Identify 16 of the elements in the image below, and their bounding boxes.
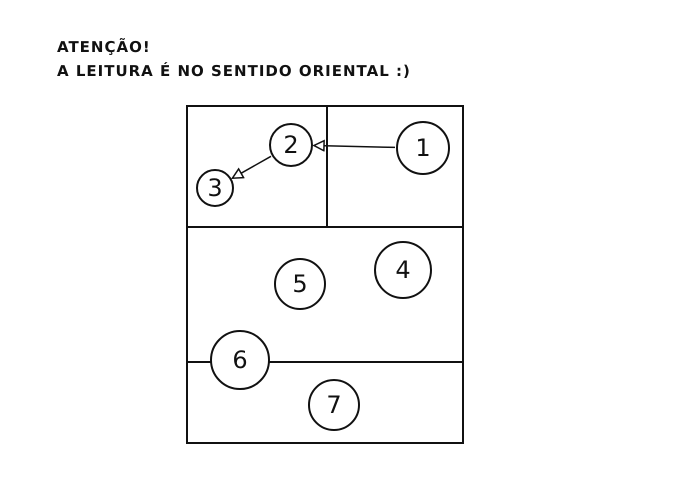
arrow bbox=[232, 156, 272, 179]
panel-number: 2 bbox=[283, 131, 299, 159]
panel-number: 5 bbox=[292, 270, 308, 298]
numbered-circle bbox=[308, 379, 360, 431]
panel-number: 1 bbox=[415, 134, 431, 162]
numbered-circle bbox=[196, 169, 234, 207]
numbered-circle bbox=[269, 123, 313, 167]
note-text: A LEITURA É NO SENTIDO ORIENTAL :) bbox=[57, 62, 411, 80]
panel-number: 7 bbox=[326, 391, 342, 419]
arrow bbox=[313, 140, 396, 152]
numbered-circle bbox=[396, 121, 450, 175]
numbered-circle bbox=[274, 258, 326, 310]
panel-number: 3 bbox=[207, 174, 223, 202]
panel-number: 4 bbox=[395, 256, 411, 284]
heading: ATENÇÃO! bbox=[57, 38, 151, 56]
panel-number: 6 bbox=[232, 346, 248, 374]
